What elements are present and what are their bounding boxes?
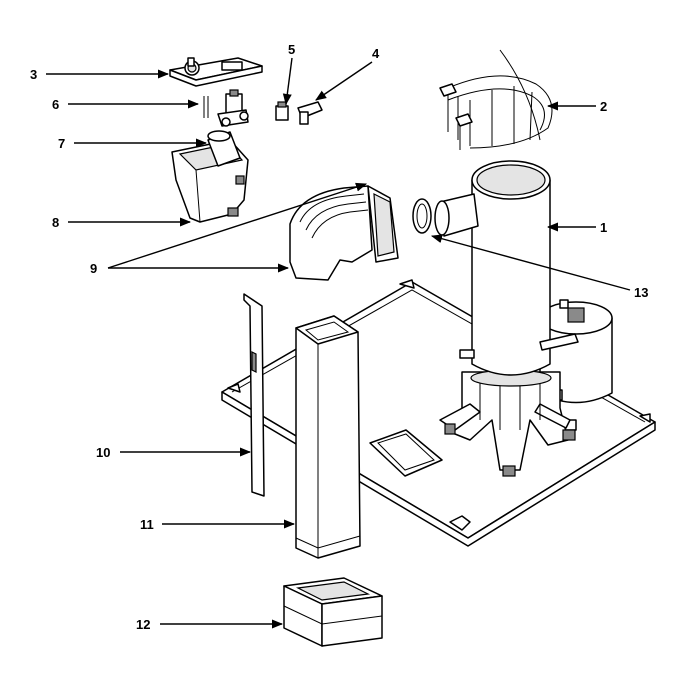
callout-2: 2 [600,99,607,114]
callout-3: 3 [30,67,37,82]
fitting-elbow [297,101,323,125]
callout-9: 9 [90,261,97,276]
callout-8: 8 [52,215,59,230]
callout-10: 10 [96,445,110,460]
main-column [434,160,579,376]
valve-assembly [203,89,249,127]
callout-12: 12 [136,617,150,632]
float-cup [207,130,241,167]
leader-lines [46,57,631,629]
drain-pan [369,429,443,477]
callout-4: 4 [372,46,380,61]
top-cover-plate [169,57,263,87]
callout-1: 1 [600,220,607,235]
side-panel [243,293,265,497]
callout-11: 11 [140,517,154,532]
base-box [283,577,383,647]
callout-6: 6 [52,97,59,112]
column-stand [439,369,576,477]
duct-elbow [289,185,399,281]
callout-13: 13 [634,285,648,300]
basket-bracket [439,49,553,150]
o-ring [412,198,432,234]
callout-5: 5 [288,42,295,57]
callout-labels: 1 2 3 4 5 6 7 8 9 10 11 12 13 [30,42,648,632]
callout-7: 7 [58,136,65,151]
fitting-small [275,101,289,121]
tall-duct [295,315,361,559]
